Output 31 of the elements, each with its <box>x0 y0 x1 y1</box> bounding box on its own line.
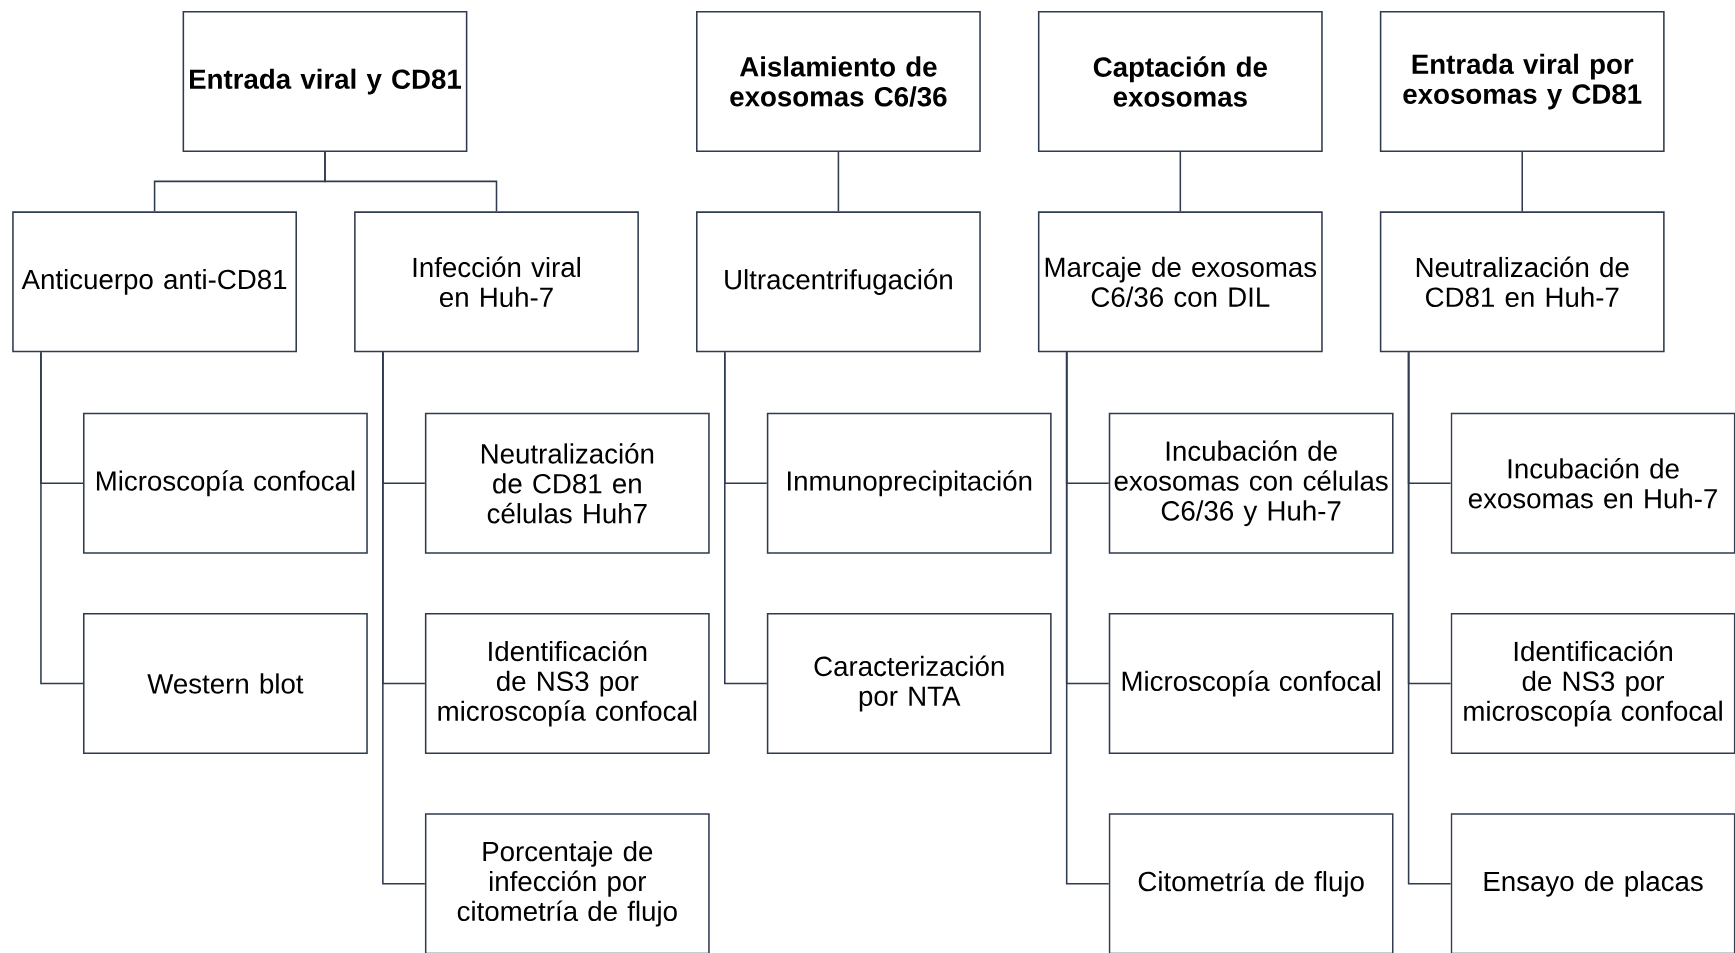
connector-line <box>1521 151 1523 213</box>
connector-line <box>324 151 498 213</box>
connector-line <box>1407 351 1452 885</box>
connector-line <box>1065 351 1110 885</box>
step-box: Anticuerpo anti-CD81 <box>12 211 297 353</box>
step-box: Identificación de NS3 por microscopía confocal <box>424 613 710 754</box>
step-box: Infección viral en Huh-7 <box>354 211 639 353</box>
step-box: Incubación de exosomas en Huh-7 <box>1450 412 1735 554</box>
title-box: Aislamiento de exosomas C6/36 <box>696 11 981 152</box>
step-box: Neutralización de CD81 en células Huh7 <box>424 412 710 554</box>
title-box: Captación de exosomas <box>1037 11 1323 152</box>
step-box: Incubación de exosomas con células C6/36 y Huh-7 <box>1108 412 1394 554</box>
step-box: Citometría de flujo <box>1108 813 1394 953</box>
step-box: Neutralización de CD81 en Huh-7 <box>1379 211 1665 353</box>
connector-line <box>1179 151 1182 213</box>
step-box: Marcaje de exosomas C6/36 con DIL <box>1037 211 1323 353</box>
connector-line <box>724 351 768 685</box>
step-box: Microscopía confocal <box>1108 613 1394 754</box>
step-box: Ultracentrifugación <box>696 211 981 353</box>
step-box: Microscopía confocal <box>83 412 368 554</box>
step-box: Identificación de NS3 por microscopía confocal <box>1450 613 1735 754</box>
connector-line <box>382 351 426 885</box>
step-box: Ensayo de placas <box>1450 813 1735 953</box>
connector-line <box>837 151 840 213</box>
connector-line <box>40 351 84 685</box>
title-box: Entrada viral por exosomas y CD81 <box>1379 11 1665 152</box>
step-box: Porcentaje de infección por citometría de flujo <box>424 813 710 953</box>
step-box: Caracterización por NTA <box>766 613 1052 754</box>
step-box: Western blot <box>83 613 368 754</box>
step-box: Inmunoprecipitación <box>766 412 1052 554</box>
title-box: Entrada viral y CD81 <box>182 11 468 152</box>
